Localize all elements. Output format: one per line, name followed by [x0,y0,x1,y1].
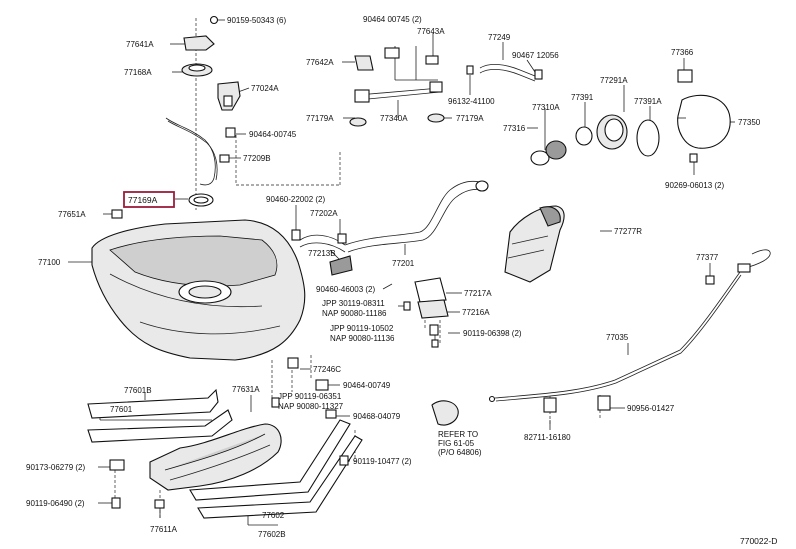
callout-77651A: 77651A [58,210,86,219]
callout-90269: 90269-06013 (2) [665,181,724,190]
callout-90119-06490: 90119-06490 (2) [26,499,85,508]
callout-90119-10477: 90119-10477 (2) [353,457,412,466]
callout-90467: 90467 12056 [512,51,559,60]
callout-90956: 90956-01427 [627,404,675,413]
ref-jpp-2-line1: JPP 90119-10502 [330,324,394,333]
callout-77249: 77249 [488,33,511,42]
callout-90460-46003: 90460-46003 (2) [316,285,375,294]
callout-90460-22002: 90460-22002 (2) [266,195,325,204]
callout-77202A: 77202A [310,209,338,218]
callout-77601: 77601 [110,405,133,414]
highlight-box [123,191,175,208]
callout-77277R: 77277R [614,227,642,236]
lower-protector-group [87,357,363,519]
callout-77216A: 77216A [462,308,490,317]
callout-77201: 77201 [392,259,415,268]
ref-jpp-3-line1: JPP 90119-06351 [278,392,342,401]
callout-90464-00745: 90464-00745 [249,130,297,139]
callout-77366: 77366 [671,48,694,57]
callout-77246C: 77246C [313,365,341,374]
ref-jpp-1-line1: JPP 30119-08311 [322,299,385,308]
callout-77213B: 77213B [308,249,336,258]
ref-refer-line3: (P/O 64806) [438,448,482,457]
callout-77601B: 77601B [124,386,152,395]
callout-77209B: 77209B [243,154,271,163]
callout-77291A: 77291A [600,76,628,85]
callout-77168A: 77168A [124,68,152,77]
ref-jpp-2-line2: NAP 90080-11136 [330,334,395,343]
callout-77611A: 77611A [150,525,178,534]
callout-90173: 90173-06279 (2) [26,463,85,472]
callout-77179A-right: 77179A [456,114,484,123]
callout-77310A: 77310A [532,103,560,112]
ref-jpp-3-line2: NAP 90080-11327 [278,402,344,411]
callout-77024A: 77024A [251,84,279,93]
filler-pipe [291,180,489,348]
callout-77035: 77035 [606,333,629,342]
callout-77631A: 77631A [232,385,260,394]
callout-82711: 82711-16180 [524,433,571,442]
filler-shield [504,205,565,283]
callout-77391A: 77391A [634,97,662,106]
callout-77179A-left: 77179A [306,114,334,123]
vent-pipe-group [349,47,543,127]
leader-lines [68,19,735,526]
door-cable [431,249,771,426]
ref-refer-line1: REFER TO [438,430,478,439]
callout-77602: 77602 [262,511,285,520]
callout-90464-00745b: 90464 00745 (2) [363,15,422,24]
callout-labels: 77641A 77168A 90159-50343 (6) 77024A 904… [26,15,777,546]
callout-77340A: 77340A [380,114,408,123]
fuel-tank [91,209,306,361]
callout-77643A: 77643A [417,27,445,36]
callout-77602B: 77602B [258,530,286,539]
callout-90464-00749: 90464-00749 [343,381,391,390]
callout-90159: 90159-50343 (6) [227,16,286,25]
callout-77100: 77100 [38,258,61,267]
diagram-id: 770022-D [740,536,777,546]
callout-77169A: 77169A [128,195,158,205]
callout-96132: 96132-41100 [448,97,495,106]
callout-77377: 77377 [696,253,719,262]
ref-jpp-1-line2: NAP 90080-11186 [322,309,387,318]
callout-77391: 77391 [571,93,594,102]
callout-77641A: 77641A [126,40,154,49]
callout-77217A: 77217A [464,289,492,298]
callout-77350: 77350 [738,118,761,127]
callout-77316: 77316 [503,124,526,133]
callout-90468-04079: 90468-04079 [353,412,401,421]
callout-90119-06398: 90119-06398 (2) [463,329,522,338]
sender-gauge-group [165,15,241,207]
filler-cap-group [530,69,731,166]
callout-77642A: 77642A [306,58,334,67]
ref-refer-line2: FIG 61-05 [438,439,475,448]
